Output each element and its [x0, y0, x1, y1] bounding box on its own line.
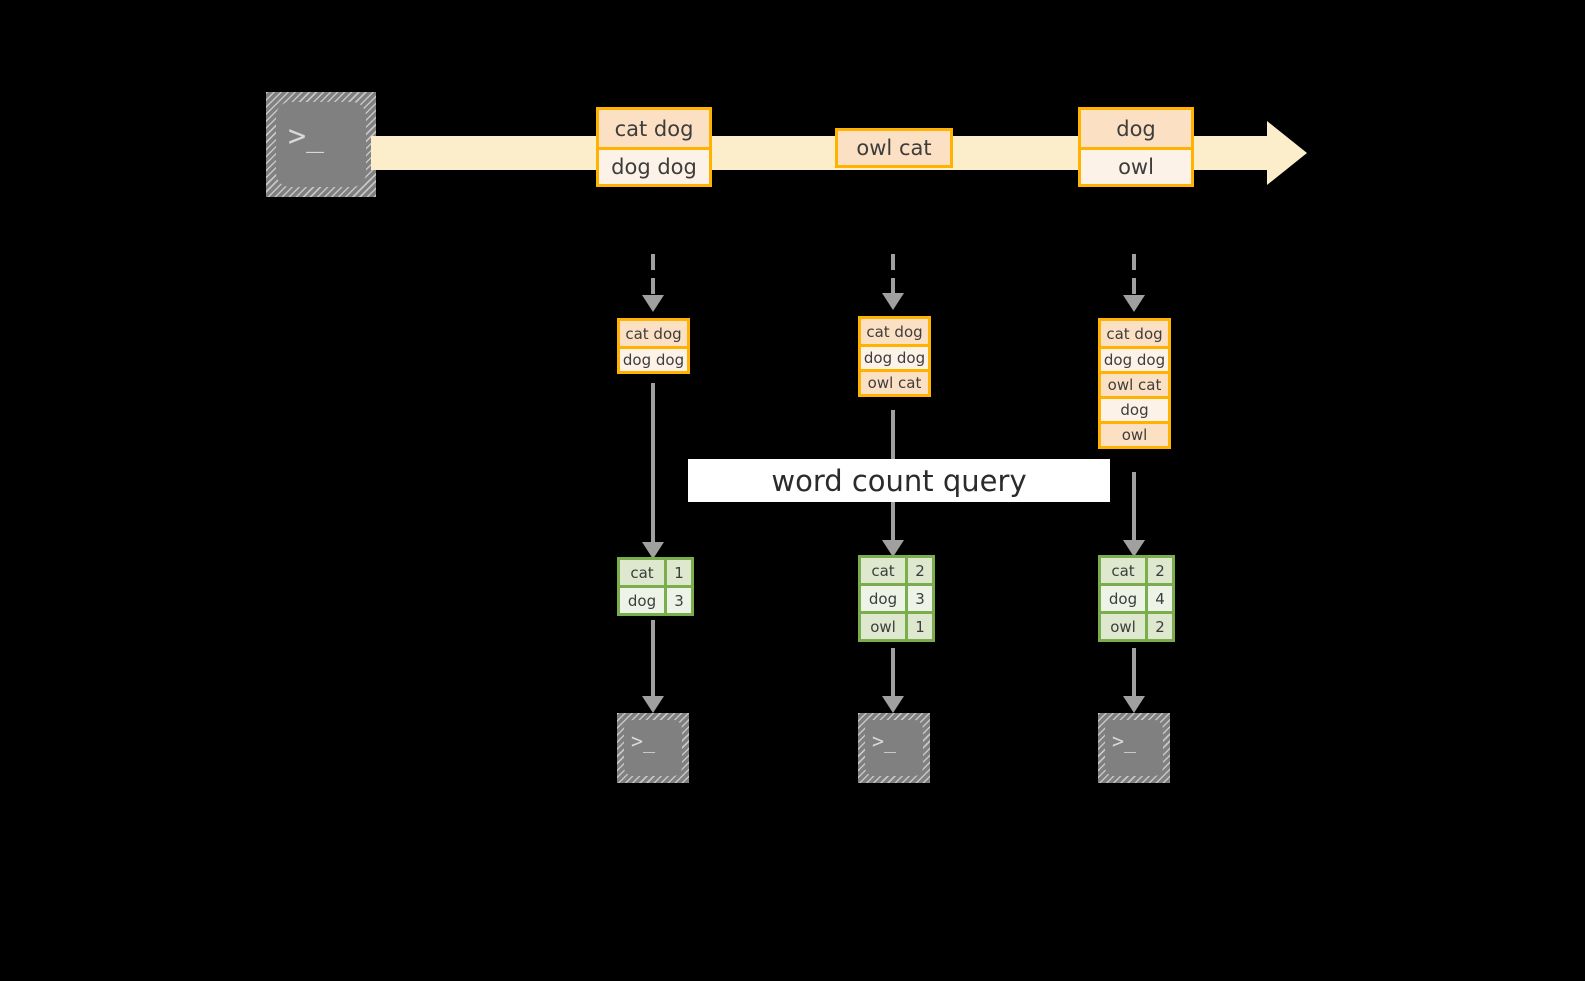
snapshot-input-row: dog dog — [1101, 346, 1168, 371]
snapshot-input-row: owl — [1101, 421, 1168, 446]
result-count: 2 — [1145, 558, 1172, 583]
snapshot-3-dashed-arrowhead — [1123, 295, 1145, 312]
snapshot-1-sink-terminal-icon: >_ — [617, 713, 689, 783]
table-row: cat 2 — [861, 558, 932, 583]
snapshot-2-result-table: cat 2 dog 3 owl 1 — [858, 555, 935, 642]
snapshot-3-result-table: cat 2 dog 4 owl 2 — [1098, 555, 1175, 642]
snapshot-2-sink-arrowhead — [882, 696, 904, 713]
result-count: 3 — [905, 586, 932, 611]
terminal-prompt-glyph: >_ — [1112, 729, 1137, 753]
snapshot-2-sink-terminal-icon: >_ — [858, 713, 930, 783]
snapshot-input-row: owl cat — [1101, 371, 1168, 396]
stream-event-line: cat dog — [599, 110, 709, 147]
query-label: word count query — [688, 459, 1110, 502]
result-count: 1 — [664, 560, 691, 585]
stream-event-line: dog — [1081, 110, 1191, 147]
table-row: dog 4 — [1101, 583, 1172, 611]
source-terminal-icon: >_ — [266, 92, 376, 197]
terminal-prompt-glyph: >_ — [288, 119, 325, 154]
stream-event-line: owl cat — [838, 131, 950, 165]
snapshot-1-query-arrowhead — [642, 542, 664, 559]
terminal-screen — [865, 720, 923, 776]
result-word: owl — [1101, 614, 1145, 639]
stream-event-line: dog dog — [599, 147, 709, 184]
snapshot-2-dashed-connector — [891, 254, 895, 297]
table-row: dog 3 — [861, 583, 932, 611]
terminal-screen — [1105, 720, 1163, 776]
terminal-screen — [276, 102, 366, 187]
snapshot-1-sink-connector — [651, 620, 655, 700]
snapshot-1-input-box: cat dog dog dog — [617, 318, 690, 374]
snapshot-3-sink-connector — [1132, 648, 1136, 700]
snapshot-1-query-connector — [651, 383, 655, 553]
table-row: cat 2 — [1101, 558, 1172, 583]
snapshot-input-row: dog dog — [620, 346, 687, 371]
table-row: owl 2 — [1101, 611, 1172, 639]
table-row: dog 3 — [620, 585, 691, 613]
snapshot-input-row: cat dog — [861, 319, 928, 344]
snapshot-2-input-box: cat dog dog dog owl cat — [858, 316, 931, 397]
snapshot-1-dashed-arrowhead — [642, 295, 664, 312]
snapshot-input-row: dog — [1101, 396, 1168, 421]
result-word: cat — [861, 558, 905, 583]
snapshot-2-sink-connector — [891, 648, 895, 700]
result-count: 3 — [664, 588, 691, 613]
result-word: cat — [1101, 558, 1145, 583]
snapshot-3-query-connector — [1132, 472, 1136, 552]
snapshot-input-row: cat dog — [620, 321, 687, 346]
stream-event-3: dog owl — [1078, 107, 1194, 187]
snapshot-1-dashed-connector — [651, 254, 655, 299]
terminal-screen — [624, 720, 682, 776]
result-count: 2 — [905, 558, 932, 583]
result-count: 2 — [1145, 614, 1172, 639]
result-count: 4 — [1145, 586, 1172, 611]
stream-event-2: owl cat — [835, 128, 953, 168]
snapshot-2-query-arrowhead — [882, 540, 904, 557]
table-row: cat 1 — [620, 560, 691, 585]
result-word: dog — [620, 588, 664, 613]
terminal-prompt-glyph: >_ — [872, 729, 897, 753]
terminal-prompt-glyph: >_ — [631, 729, 656, 753]
snapshot-3-query-arrowhead — [1123, 540, 1145, 557]
snapshot-2-dashed-arrowhead — [882, 293, 904, 310]
result-word: cat — [620, 560, 664, 585]
snapshot-input-row: cat dog — [1101, 321, 1168, 346]
result-word: dog — [1101, 586, 1145, 611]
result-count: 1 — [905, 614, 932, 639]
stream-arrow-right-icon — [1267, 121, 1307, 185]
snapshot-input-row: owl cat — [861, 369, 928, 394]
snapshot-3-dashed-connector — [1132, 254, 1136, 299]
result-word: owl — [861, 614, 905, 639]
table-row: owl 1 — [861, 611, 932, 639]
snapshot-input-row: dog dog — [861, 344, 928, 369]
stream-event-line: owl — [1081, 147, 1191, 184]
snapshot-3-sink-terminal-icon: >_ — [1098, 713, 1170, 783]
snapshot-3-sink-arrowhead — [1123, 696, 1145, 713]
stream-event-1: cat dog dog dog — [596, 107, 712, 187]
snapshot-1-sink-arrowhead — [642, 696, 664, 713]
result-word: dog — [861, 586, 905, 611]
snapshot-3-input-box: cat dog dog dog owl cat dog owl — [1098, 318, 1171, 449]
snapshot-1-result-table: cat 1 dog 3 — [617, 557, 694, 616]
